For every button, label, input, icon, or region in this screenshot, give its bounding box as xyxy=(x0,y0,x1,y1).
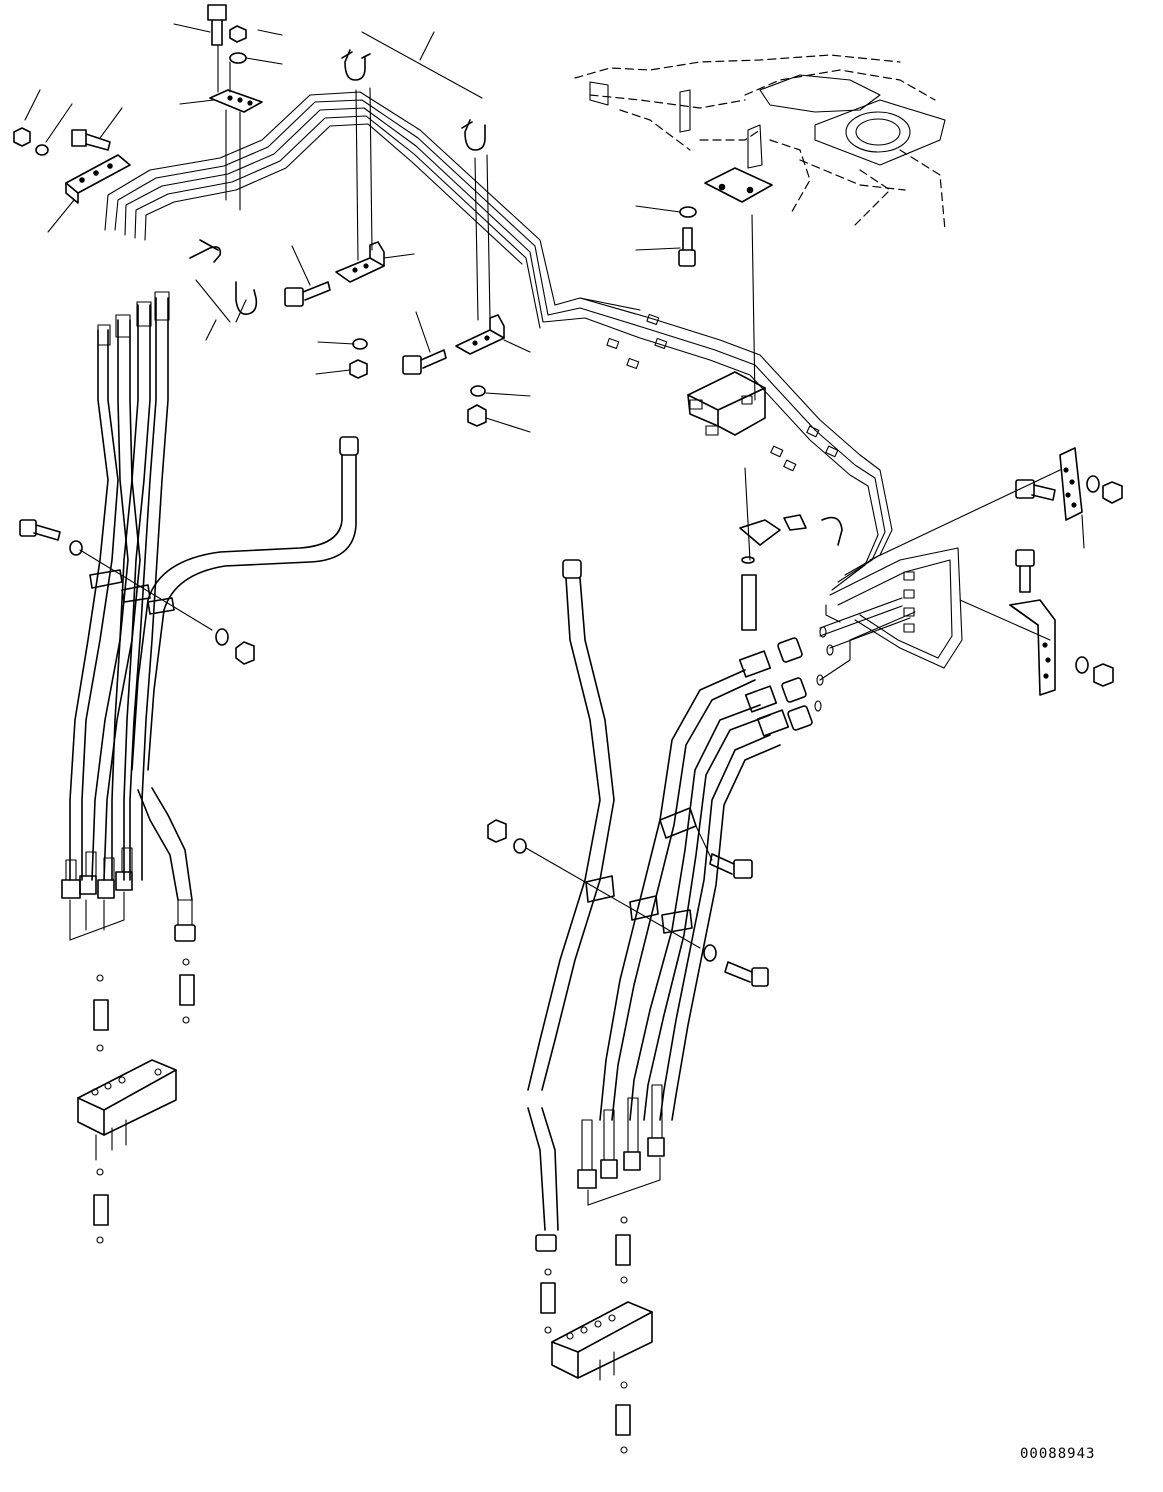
callout-leaders xyxy=(24,23,1085,549)
bolt-icon xyxy=(724,961,769,987)
nut-icon xyxy=(467,404,487,427)
bolt-icon xyxy=(402,349,447,375)
u-bolt-icon xyxy=(461,119,486,151)
nut-icon xyxy=(487,819,507,843)
drawing-number: 00088943 xyxy=(1020,1446,1096,1462)
washer-icon xyxy=(352,338,368,350)
washer-icon xyxy=(215,628,229,646)
clamp-icon xyxy=(89,569,175,615)
hose-icon xyxy=(527,1107,559,1252)
bracket-icon xyxy=(1009,599,1056,696)
bolt-icon xyxy=(207,4,227,46)
o-ring-icon xyxy=(96,958,190,1244)
adapter-fittings-left xyxy=(93,974,195,1226)
hose-icon xyxy=(527,559,615,1091)
machine-frame xyxy=(574,54,946,231)
bolt-icon xyxy=(678,227,696,267)
washer-icon xyxy=(513,838,527,854)
bolt-icon xyxy=(1015,479,1056,501)
washer-icon xyxy=(1075,656,1089,674)
nut-icon xyxy=(1093,663,1114,687)
nut-icon xyxy=(235,641,255,665)
washer-icon xyxy=(470,385,486,397)
nut-icon xyxy=(13,127,31,147)
valve-mount-plate xyxy=(704,167,773,561)
hose-fittings-right xyxy=(577,1084,665,1206)
clamp-icon xyxy=(455,314,505,355)
pipe-end-fittings xyxy=(814,597,916,712)
pipe-fittings xyxy=(606,313,839,472)
u-bolt-icon xyxy=(189,239,258,316)
pipe-icon xyxy=(579,297,893,591)
hose-icon xyxy=(137,787,196,942)
washer-icon xyxy=(679,206,697,218)
pipe-icon xyxy=(104,91,641,329)
bracket-icon xyxy=(1059,447,1083,521)
block-icon xyxy=(687,371,766,436)
hose-fittings-left xyxy=(61,847,133,941)
bracket-icon xyxy=(65,154,131,204)
block-icon xyxy=(551,1301,653,1381)
bolt-icon xyxy=(741,574,757,631)
nut-icon xyxy=(349,359,368,379)
clamp-icon xyxy=(335,241,385,283)
hose-icon xyxy=(131,436,359,771)
pipe-icon xyxy=(825,547,963,669)
bolt-icon xyxy=(71,129,111,151)
clamp-icon xyxy=(739,514,843,546)
u-bolt-icon xyxy=(341,49,371,81)
adapter-fittings-right xyxy=(540,1234,631,1436)
nut-icon xyxy=(1102,481,1123,504)
washer-icon xyxy=(741,556,755,564)
hose-end-fittings-right xyxy=(738,637,813,737)
top-clamp-plate xyxy=(209,89,263,113)
hose-icon xyxy=(599,669,781,1121)
bolt-icon xyxy=(19,519,61,541)
washer-icon xyxy=(69,540,83,556)
o-ring-icon xyxy=(544,1216,628,1454)
washer-icon xyxy=(229,52,247,64)
washer-icon xyxy=(35,144,49,156)
nut-icon xyxy=(229,25,247,43)
bolt-icon xyxy=(1015,549,1035,593)
washer-icon xyxy=(703,944,717,962)
bolt-icon xyxy=(284,281,331,307)
block-icon xyxy=(77,1059,177,1161)
washer-icon xyxy=(1086,475,1100,493)
